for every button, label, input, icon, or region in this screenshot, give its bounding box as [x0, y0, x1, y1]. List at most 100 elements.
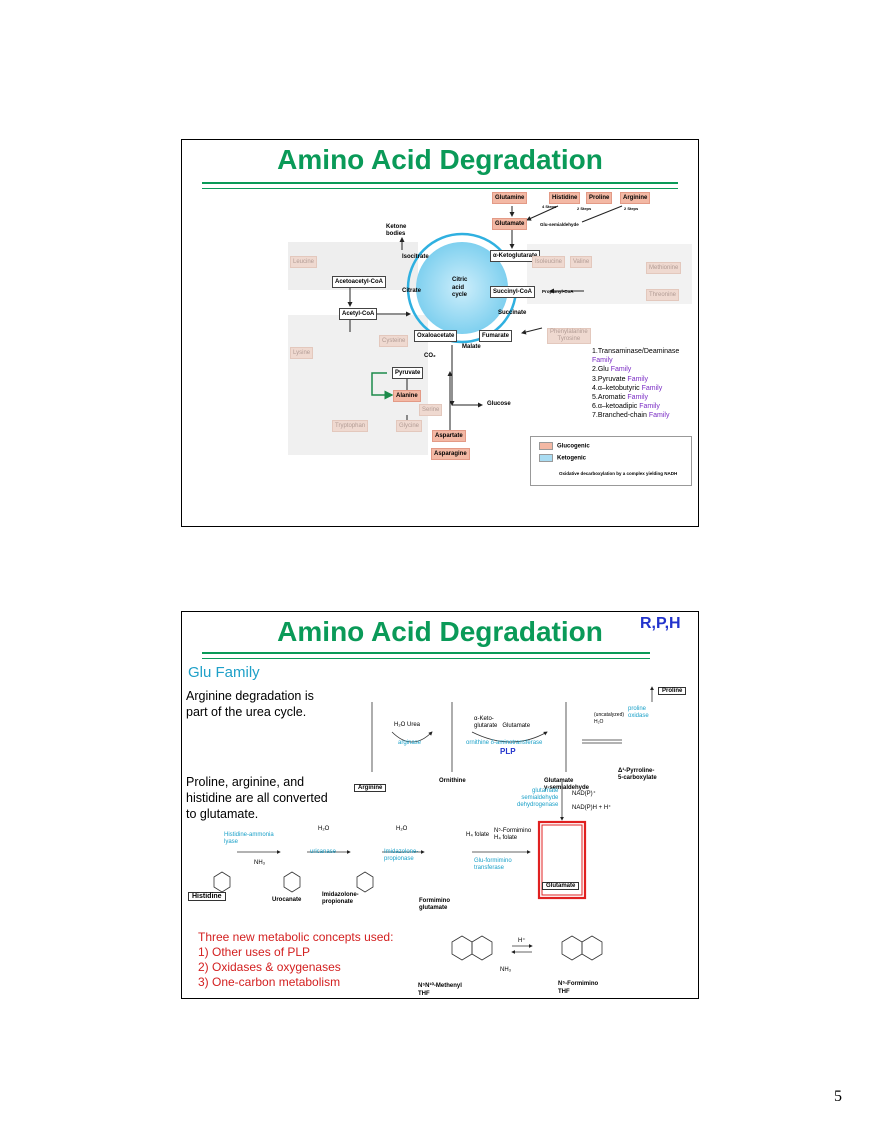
ketogenic-legend: Ketogenic	[539, 454, 586, 462]
ketone-bodies-label: Ketone bodies	[386, 224, 407, 237]
reaction-scheme	[213, 686, 654, 961]
glutamine-box: Glutamine	[492, 192, 528, 204]
ketogenic-swatch	[539, 454, 553, 462]
imidazolonepropionase-enzyme: Imidazolone- propionase	[384, 849, 419, 862]
fumarate-box: Fumarate	[479, 330, 513, 342]
akg-glu-label: α-Keto- glutarate Glutamate	[474, 716, 531, 729]
arginase-enzyme: arginase	[398, 740, 422, 746]
leucine-box: Leucine	[290, 256, 318, 268]
conversion-note: Proline, arginine, and histidine are all…	[186, 775, 328, 821]
nh3-label: NH₃	[254, 860, 266, 866]
family-item: 5.Aromatic Family	[592, 394, 649, 402]
slide-1: Amino Acid Degradation	[181, 139, 699, 527]
phenylalanine-tyrosine-box: Phenylalanine Tyrosine	[547, 328, 591, 344]
glutamate-highlight-outer	[537, 820, 587, 900]
arginine-label: Arginine	[354, 784, 387, 792]
slide-2: Amino Acid Degradation R,P,H Glu Family …	[181, 611, 699, 999]
isocitrate-box: Isocitrate	[402, 254, 429, 260]
glutamate-highlight-inner	[541, 824, 583, 896]
propionyl-coa-label: Propionyl-CoA	[542, 289, 574, 294]
nadph-label: NAD(P)H + H⁺	[572, 805, 612, 811]
h4-folate-label: H₄ folate	[466, 832, 490, 838]
cysteine-box: Cysteine	[379, 335, 409, 347]
lysine-box: Lysine	[290, 347, 314, 359]
hal-enzyme: Histidine-ammonia lyase	[224, 832, 274, 845]
steps-label-1: 4 Steps	[542, 204, 557, 209]
family-item: 1.Transaminase/Deaminase Family	[592, 348, 680, 365]
rph-tag: R,P,H	[640, 615, 681, 632]
nh3-label-2: NH₃	[500, 967, 512, 973]
histidine-box: Histidine	[549, 192, 581, 204]
concepts-list: Three new metabolic concepts used: 1) Ot…	[198, 930, 393, 990]
oxaloacetate-box: Oxaloacetate	[414, 330, 458, 342]
acetyl-coa-box: Acetyl-CoA	[339, 308, 378, 320]
slide-1-title: Amino Acid Degradation	[277, 144, 603, 175]
formimino-glutamate-label: Formimino glutamate	[419, 898, 450, 911]
glutamate-semialdehyde-label: Glutamate γ-semialdehyde	[544, 778, 590, 791]
slide-2-title-rule	[202, 652, 650, 659]
h2o-label-2: H₂O	[396, 826, 408, 832]
glutamate-box: Glutamate	[492, 218, 528, 230]
succinyl-coa-box: Succinyl-CoA	[490, 286, 536, 298]
arginine-box: Arginine	[620, 192, 651, 204]
steps-label-3: 2 Steps	[624, 206, 639, 211]
concept-item: 2) Oxidases & oxygenases	[198, 960, 341, 974]
glu-family-label: Glu Family	[188, 664, 260, 681]
threonine-box: Threonine	[646, 289, 680, 301]
slide-1-title-rule	[202, 182, 678, 189]
family-item: 6.α–ketoadipic Family	[592, 403, 660, 411]
tryptophan-box: Tryptophan	[332, 420, 369, 432]
family-list: 1.Transaminase/Deaminase Family 2.Glu Fa…	[592, 347, 700, 421]
isoleucine-box: Isoleucine	[532, 256, 566, 268]
ornithine-label: Ornithine	[439, 778, 466, 784]
h2o-urea-label: H₂O Urea	[394, 722, 421, 728]
h2o-label-1: H₂O	[318, 826, 330, 832]
methionine-box: Methionine	[646, 262, 682, 274]
glucogenic-swatch	[539, 442, 553, 450]
imidazolone-label: Imidazolone- propionate	[322, 892, 359, 905]
pyruvate-box: Pyruvate	[392, 367, 424, 379]
pyrroline-label: Δ¹-Pyrroline- 5-carboxylate	[618, 768, 657, 781]
methenyl-thf-label: N⁵N¹⁰-Methenyl THF	[418, 983, 462, 997]
formimino-thf-label: N⁵-Formimino THF	[558, 981, 599, 995]
serine-box: Serine	[419, 404, 443, 416]
page-number: 5	[834, 1088, 842, 1105]
glu-formimino-transferase-enzyme: Glu-formimino transferase	[474, 858, 512, 871]
nadp-plus-label: NAD(P)⁺	[572, 791, 596, 797]
family-item: 3.Pyruvate Family	[592, 375, 649, 383]
color-legend: Glucogenic Ketogenic Oxidative decarboxy…	[530, 436, 692, 486]
malate-label: Malate	[462, 344, 481, 350]
succinate-box: Succinate	[498, 310, 527, 316]
plp-label: PLP	[500, 747, 516, 756]
arginine-note: Arginine degradation is part of the urea…	[186, 689, 314, 719]
gsd-enzyme: glutamate semialdehyde dehydrogenase	[517, 788, 559, 808]
glycine-box: Glycine	[396, 420, 423, 432]
alanine-box: Alanine	[393, 390, 421, 402]
concept-item: 3) One-carbon metabolism	[198, 975, 341, 989]
uncatalyzed-label: (uncatalyzed) H₂O	[594, 712, 625, 725]
oat-enzyme: ornithine δ-aminotransferase	[466, 740, 543, 746]
family-item: 7.Branched-chain Family	[592, 412, 670, 420]
green-oxidative-arrow	[371, 372, 394, 400]
aspartate-box: Aspartate	[432, 430, 466, 442]
citric-acid-cycle-label: Citric acid cycle	[452, 277, 468, 298]
concepts-title: Three new metabolic concepts used:	[198, 930, 394, 944]
slide-2-title: Amino Acid Degradation	[277, 616, 603, 647]
family-item: 2.Glu Family	[592, 366, 632, 374]
glutamate-label: Glutamate	[542, 882, 580, 890]
h-plus-label: H⁺	[518, 938, 526, 944]
proline-box: Proline	[586, 192, 613, 204]
citrate-box: Citrate	[402, 288, 422, 294]
asparagine-box: Asparagine	[431, 448, 470, 460]
concept-item: 1) Other uses of PLP	[198, 945, 311, 959]
histidine-label: Histidine	[188, 892, 226, 901]
proline-label: Proline	[658, 687, 687, 695]
family-item: 4.α–ketobutyric Family	[592, 384, 663, 392]
oxidative-legend: Oxidative decarboxylation by a complex y…	[559, 471, 678, 476]
glu-semialdehyde-label: Glu-semialdehyde	[540, 222, 579, 227]
glucogenic-legend: Glucogenic	[539, 442, 590, 450]
urocanate-label: Urocanate	[272, 897, 302, 903]
citric-acid-cycle-disc	[416, 242, 508, 334]
proline-oxidase-enzyme: proline oxidase	[628, 706, 649, 719]
glucose-label: Glucose	[487, 401, 511, 407]
